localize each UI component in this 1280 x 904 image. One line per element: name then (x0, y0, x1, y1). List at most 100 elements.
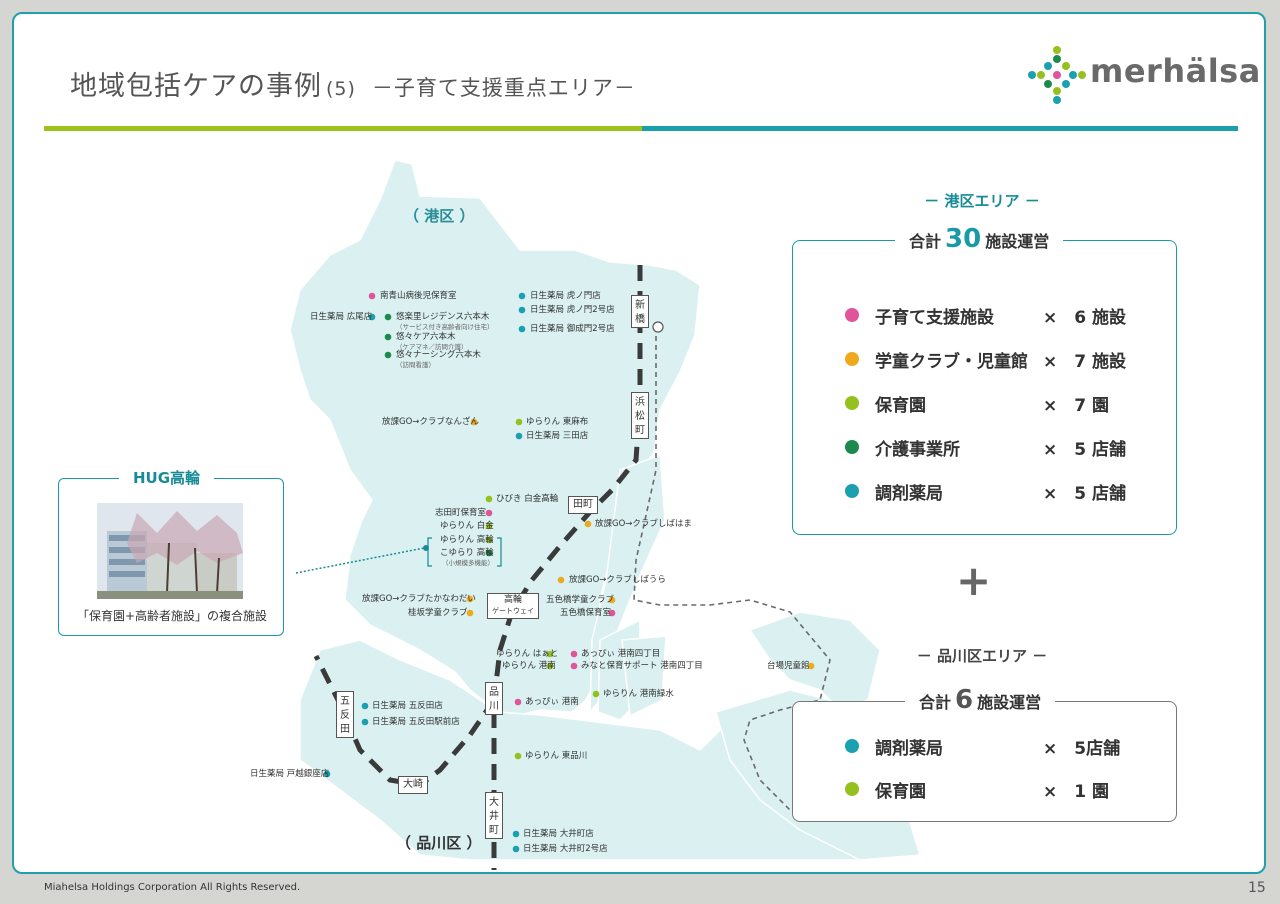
facility-dots (323, 292, 815, 853)
map-label-note: （小規模多機能） (442, 559, 494, 567)
map-label: 放課GO→クラブしばうら (569, 575, 666, 585)
station-tamachi: 田町 (568, 496, 598, 514)
map-label: 放課GO→クラブたかなわだい (362, 594, 476, 604)
category-count: × 5 店舗 (1043, 440, 1126, 460)
map-label: ひびき 白金高輪 (496, 494, 559, 504)
map-label: ゆらりん 東品川 (525, 751, 588, 761)
map-label: 悠々ナーシング六本木 (396, 350, 481, 360)
title-rule-green (44, 126, 642, 131)
map-label: 日生薬局 虎ノ門2号店 (530, 305, 615, 315)
map-label: 日生薬局 虎ノ門店 (530, 291, 601, 301)
shinagawa-total-number: 6 (955, 685, 974, 715)
category-count: × 6 施設 (1043, 308, 1126, 328)
station-hamamatsucho: 浜松町 (631, 392, 649, 439)
logo-wordmark: merhälsa (1090, 52, 1261, 90)
category-count: × 7 園 (1043, 396, 1109, 416)
map-label: 桂坂学童クラブ (408, 608, 468, 618)
station-oimachi: 大井町 (485, 792, 503, 839)
station-shinagawa: 品川 (485, 682, 503, 715)
category-label: 保育園 (875, 396, 926, 416)
category-count: × 5 店舗 (1043, 484, 1126, 504)
hug-building-photo (97, 503, 243, 599)
category-label: 保育園 (875, 782, 926, 802)
hug-takanawa-callout: HUG高輪 「保育園+高齢者施設」の複合施設 (58, 467, 284, 636)
map-label: 日生薬局 大井町2号店 (523, 844, 608, 854)
minato-row-childcare: 子育て支援施設 × 6 施設 (793, 303, 1176, 328)
minato-row-care: 介護事業所 × 5 店舗 (793, 435, 1176, 460)
minato-total-number: 30 (945, 224, 982, 254)
map-label: 台場児童館 (767, 661, 810, 671)
page-title: 地域包括ケアの事例(5) －子育て支援重点エリア－ (70, 64, 636, 103)
minato-row-afterschool: 学童クラブ・児童館 × 7 施設 (793, 347, 1176, 372)
ward-label-minato: （ 港区 ） (404, 207, 475, 225)
minato-row-nursery: 保育園 × 7 園 (793, 391, 1176, 416)
category-label: 調剤薬局 (875, 739, 943, 759)
shinagawa-row-nursery: 保育園 × 1 園 (793, 777, 1176, 802)
map-label: 悠楽里レジデンス六本木 (396, 312, 490, 322)
category-count: × 5店舗 (1043, 739, 1121, 759)
category-dot (845, 396, 859, 410)
map-label: 悠々ケア六本木 (396, 332, 456, 342)
map-label: ゆらりん 港南緑水 (603, 689, 674, 699)
map-label: 放課GO→クラブなんざん (382, 417, 479, 427)
map-label: ゆらりん 港南 (502, 661, 556, 671)
title-main: 地域包括ケアの事例 (70, 71, 322, 102)
page-number: 15 (1248, 880, 1266, 896)
map-label: あっぴぃ 港南四丁目 (581, 649, 661, 659)
map-label: こゆらり 高輪 (440, 548, 494, 558)
map-label: 日生薬局 広尾店 (310, 312, 373, 322)
map-label: 日生薬局 五反田駅前店 (372, 717, 460, 727)
category-dot (845, 440, 859, 454)
station-takanawa-gateway: 高輪 ゲートウェイ (487, 593, 539, 619)
station-shinbashi: 新橋 (631, 295, 649, 328)
map-label: 五色橋学童クラブ (546, 595, 615, 605)
map-label-note: （ケアマネ／訪問介護） (396, 343, 468, 351)
title-subtitle: －子育て支援重点エリア－ (371, 76, 636, 100)
minato-total-suffix: 施設運営 (985, 232, 1050, 251)
map-label: みなと保育サポート 港南四丁目 (581, 661, 703, 671)
logo-mark-icon (1028, 46, 1086, 104)
map-label: あっぴぃ 港南 (525, 697, 579, 707)
konan-land-2 (621, 635, 667, 718)
map-label: 日生薬局 大井町店 (523, 829, 594, 839)
map-label: 日生薬局 五反田店 (372, 701, 443, 711)
shinagawa-row-pharmacy: 調剤薬局 × 5店舗 (793, 734, 1176, 759)
copyright-footer: Miahelsa Holdings Corporation All Rights… (44, 882, 301, 893)
title-rule-teal (642, 126, 1238, 131)
map-label: ゆらりん 高輪 (440, 535, 494, 545)
map-label: 志田町保育室 (435, 508, 487, 518)
shinagawa-area-heading: － 品川区エリア － (916, 647, 1048, 665)
station-takanawa-gateway-line1: 高輪 (503, 595, 522, 605)
map-label: ゆらりん はぁと (496, 649, 559, 659)
map-label-note: （訪問看護） (396, 361, 435, 369)
station-osaki: 大崎 (398, 776, 428, 794)
ward-label-shinagawa: （ 品川区 ） (396, 834, 482, 852)
station-takanawa-gateway-line2: ゲートウェイ (492, 607, 534, 615)
map-label: 五色橋保育室 (560, 608, 612, 618)
minato-total-prefix: 合計 (909, 232, 942, 251)
shinagawa-total-prefix: 合計 (919, 693, 952, 712)
minato-ward-shape (289, 159, 701, 716)
plus-sign: + (956, 556, 992, 605)
category-dot (845, 739, 859, 753)
hug-connector-line (295, 547, 425, 574)
category-dot (845, 484, 859, 498)
map-label: 放課GO→クラブしばはま (595, 519, 692, 529)
category-label: 介護事業所 (875, 440, 960, 460)
map-label: 日生薬局 戸越銀座店 (250, 769, 330, 779)
category-count: × 7 施設 (1043, 352, 1126, 372)
category-dot (845, 308, 859, 322)
hug-title: HUG高輪 (119, 467, 215, 488)
map-label: ゆらりん 東麻布 (526, 417, 589, 427)
shinagawa-total-suffix: 施設運営 (977, 693, 1042, 712)
brand-logo: merhälsa (1026, 44, 1260, 106)
category-dot (845, 782, 859, 796)
minato-area-heading: － 港区エリア － (924, 192, 1040, 210)
category-dot (845, 352, 859, 366)
map-label-note: （サービス付き高齢者向け住宅） (396, 323, 494, 331)
map-label: 南青山病後児保育室 (380, 291, 457, 301)
station-gotanda: 五反田 (336, 691, 354, 738)
title-number: (5) (326, 78, 356, 100)
